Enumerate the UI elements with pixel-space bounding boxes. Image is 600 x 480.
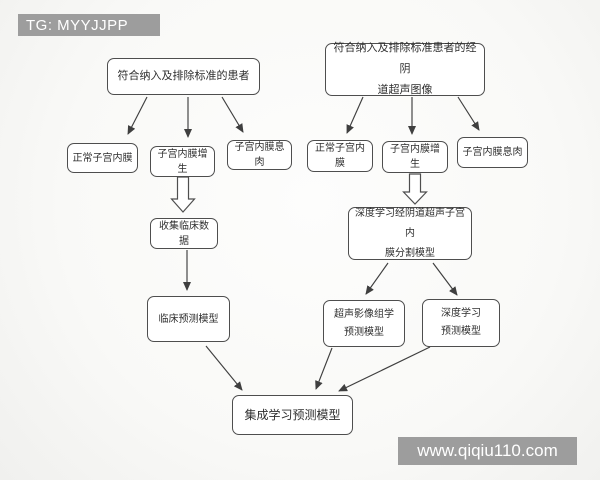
arrow-clinical-to-ensemble bbox=[205, 345, 243, 391]
node-left-endometrial-hyperplasia: 子宫内膜增生 bbox=[150, 146, 215, 177]
node-patients: 符合纳入及排除标准的患者 bbox=[107, 58, 260, 95]
node-right-endometrial-polyp: 子宫内膜息肉 bbox=[457, 137, 528, 168]
node-left-endometrial-polyp: 子宫内膜息肉 bbox=[227, 140, 292, 170]
arrow-radiomics-to-ensemble bbox=[315, 347, 333, 390]
arrow-patients-to-left-polyp bbox=[221, 96, 244, 133]
node-left-normal-endometrium: 正常子宫内膜 bbox=[67, 143, 138, 173]
tg-watermark: TG: MYYJJPP bbox=[18, 14, 160, 36]
node-ensemble-prediction-model: 集成学习预测模型 bbox=[232, 395, 353, 435]
node-radiomics-prediction-model: 超声影像组学 预测模型 bbox=[323, 300, 405, 347]
node-right-normal-endometrium: 正常子宫内膜 bbox=[307, 140, 373, 172]
arrow-images-to-right-polyp bbox=[457, 96, 480, 131]
block-arrow-left-down-icon bbox=[170, 176, 196, 213]
arrow-segmodel-to-dl-model bbox=[432, 262, 458, 296]
node-collect-clinical-data: 收集临床数据 bbox=[150, 218, 218, 249]
node-clinical-prediction-model: 临床预测模型 bbox=[147, 296, 230, 342]
node-deep-learning-prediction-model: 深度学习 预测模型 bbox=[422, 299, 500, 347]
node-ultrasound-images: 符合纳入及排除标准患者的经阴 道超声图像 bbox=[325, 42, 485, 96]
arrow-segmodel-to-radiomics-model bbox=[365, 262, 389, 295]
node-right-endometrial-hyperplasia: 子宫内膜增生 bbox=[382, 141, 448, 173]
arrow-images-to-right-normal bbox=[346, 96, 364, 134]
block-arrow-right-down-icon bbox=[402, 173, 428, 205]
arrow-patients-to-left-normal bbox=[127, 96, 148, 135]
node-segmentation-model: 深度学习经阴道超声子宫内 膜分割模型 bbox=[348, 207, 472, 260]
site-watermark: www.qiqiu110.com bbox=[398, 437, 577, 465]
arrow-dl-to-ensemble bbox=[338, 346, 431, 392]
